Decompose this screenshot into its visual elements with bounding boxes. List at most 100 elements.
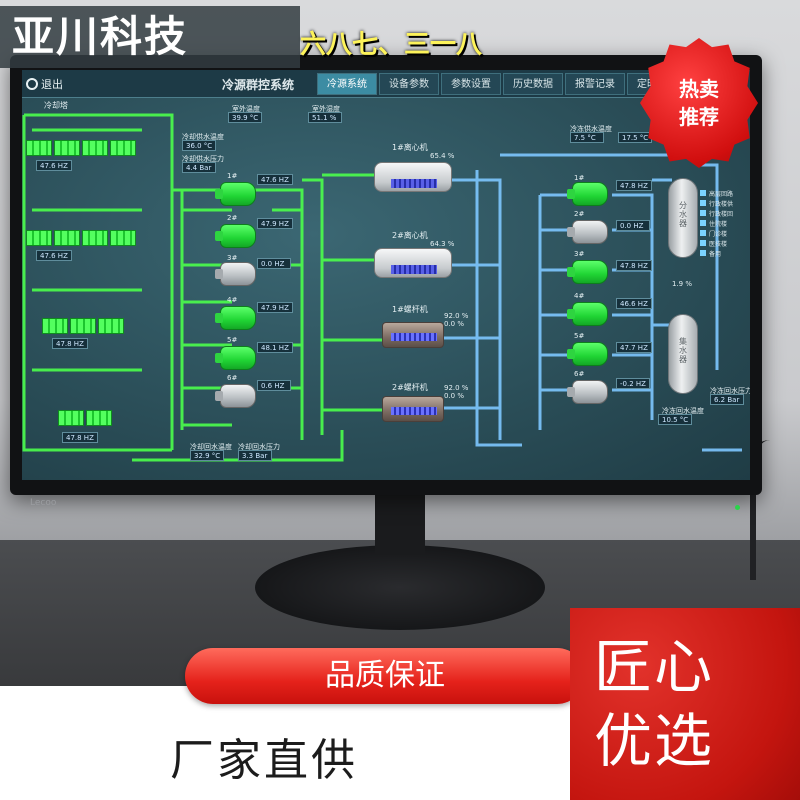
screw-chiller-1-load: 92.0 % — [444, 312, 469, 320]
pipe-network — [22, 113, 742, 462]
cooling-pump-6-name: 6# — [227, 374, 238, 382]
cooling-tower[interactable] — [82, 230, 108, 246]
cooling-pump-6[interactable] — [215, 384, 256, 408]
cooling-pump-1-freq: 47.6 HZ — [257, 174, 293, 185]
outdoor-temp-label: 室外温度 — [232, 105, 260, 113]
legend-item: 备用 — [700, 248, 733, 258]
cooling-pump-4[interactable] — [215, 306, 256, 330]
craft-select-card: 匠心 优选 — [570, 608, 800, 800]
cooling-pump-4-name: 4# — [227, 296, 238, 304]
cw-supply-temp-label: 冷却供水温度 — [182, 133, 224, 141]
chilled-pump-6[interactable] — [567, 380, 608, 404]
cooling-pump-2-freq: 47.9 HZ — [257, 218, 293, 229]
legend-item: 门诊楼 — [700, 228, 733, 238]
hmi-header: 退出 冷源群控系统 冷源系统 设备参数 参数设置 历史数据 报警记录 定时组 2… — [22, 70, 750, 98]
cooling-pump-5[interactable] — [215, 346, 256, 370]
cooling-pump-2[interactable] — [215, 224, 256, 248]
chilled-pump-4-freq: 46.6 HZ — [616, 298, 652, 309]
craft-line2: 优选 — [594, 707, 715, 775]
chw-return-temp-value: 17.5 °C — [618, 132, 653, 143]
screw-chiller-2-name: 2#螺杆机 — [392, 383, 428, 392]
cooling-tower[interactable] — [70, 318, 96, 334]
hot-badge-line2: 推荐 — [679, 105, 719, 129]
monitor-base — [255, 545, 545, 630]
chilled-pump-2-name: 2# — [574, 210, 585, 218]
cooling-tower[interactable] — [58, 410, 84, 426]
section-cooling-tower: 冷却塔 — [44, 101, 68, 110]
legend-item: 住院楼 — [700, 218, 733, 228]
tab-alarms[interactable]: 报警记录 — [565, 73, 625, 95]
tab-param-settings[interactable]: 参数设置 — [441, 73, 501, 95]
cooling-pump-3-freq: 0.0 HZ — [257, 258, 291, 269]
chilled-pump-4[interactable] — [567, 302, 608, 326]
cooling-tower[interactable] — [26, 140, 52, 156]
screw-chiller-1-load2: 0.0 % — [444, 320, 465, 328]
cw-supply-pressure-value: 4.4 Bar — [182, 162, 216, 173]
chw-return-temp-label: 冷冻回水温度 — [662, 407, 704, 415]
craft-text: 匠心 优选 — [594, 630, 714, 778]
chilled-pump-4-name: 4# — [574, 292, 585, 300]
bypass-valve-opening: 1.9 % — [672, 280, 693, 288]
cooling-tower[interactable] — [42, 318, 68, 334]
cooling-tower[interactable] — [86, 410, 112, 426]
exit-label: 退出 — [41, 78, 63, 91]
cooling-pump-3[interactable] — [215, 262, 256, 286]
water-collector-tank[interactable]: 集水器 — [668, 314, 698, 394]
quality-guarantee-banner: 品质保证 — [185, 648, 585, 704]
cooling-pump-5-name: 5# — [227, 336, 238, 344]
cooling-tower[interactable] — [110, 230, 136, 246]
cooling-tower[interactable] — [54, 230, 80, 246]
chw-supply-temp-label: 冷冻供水温度 — [570, 125, 612, 133]
chilled-pump-2[interactable] — [567, 220, 608, 244]
cooling-pump-2-name: 2# — [227, 214, 238, 222]
cw-supply-pressure-label: 冷却供水压力 — [182, 155, 224, 163]
collector-label: 集水器 — [679, 337, 687, 364]
cooling-tower[interactable] — [98, 318, 124, 334]
scada-screen: 退出 冷源群控系统 冷源系统 设备参数 参数设置 历史数据 报警记录 定时组 2… — [22, 70, 750, 480]
cw-return-pressure-value: 3.3 Bar — [238, 450, 272, 461]
chilled-pump-3[interactable] — [567, 260, 608, 284]
screw-chiller-2-load: 92.0 % — [444, 384, 469, 392]
screw-chiller-1[interactable] — [382, 322, 444, 348]
chilled-pump-1-name: 1# — [574, 174, 585, 182]
tab-cold-source[interactable]: 冷源系统 — [317, 73, 377, 95]
tab-history[interactable]: 历史数据 — [503, 73, 563, 95]
power-led — [735, 505, 740, 510]
shop-name: 亚川科技 — [0, 6, 300, 68]
cooling-tower[interactable] — [26, 230, 52, 246]
chilled-pump-5[interactable] — [567, 342, 608, 366]
chiller-1-load: 65.4 % — [430, 152, 455, 160]
screw-chiller-1-name: 1#螺杆机 — [392, 305, 428, 314]
chw-return-temp-reading: 10.5 °C — [658, 414, 693, 425]
loop-legend: 高层回路 行政楼供 行政楼回 住院楼 门诊楼 医技楼 备用 — [700, 188, 733, 258]
power-icon — [26, 78, 38, 90]
centrifugal-chiller-1[interactable] — [374, 162, 452, 192]
tower-frequency: 47.8 HZ — [52, 338, 88, 349]
chilled-pump-6-name: 6# — [574, 370, 585, 378]
cooling-tower[interactable] — [54, 140, 80, 156]
app-title: 冷源群控系统 — [222, 78, 295, 92]
tab-equipment-params[interactable]: 设备参数 — [379, 73, 439, 95]
legend-item: 高层回路 — [700, 188, 733, 198]
cooling-tower[interactable] — [82, 140, 108, 156]
chilled-pump-2-freq: 0.0 HZ — [616, 220, 650, 231]
chilled-pump-1[interactable] — [567, 182, 608, 206]
exit-button[interactable]: 退出 — [26, 76, 63, 92]
power-cable — [750, 440, 790, 580]
monitor-brand-logo: Lecoo — [30, 498, 57, 508]
legend-item: 医技楼 — [700, 238, 733, 248]
water-distributor-tank[interactable]: 分水器 — [668, 178, 698, 258]
legend-item: 行政楼供 — [700, 198, 733, 208]
cooling-tower[interactable] — [110, 140, 136, 156]
cw-return-pressure-label: 冷却回水压力 — [238, 443, 280, 451]
chilled-pump-5-freq: 47.7 HZ — [616, 342, 652, 353]
headline-banner: 六八七、三一八 — [300, 30, 483, 60]
cooling-pump-6-freq: 0.6 HZ — [257, 380, 291, 391]
outdoor-humidity-value: 51.1 % — [308, 112, 342, 123]
screw-chiller-2[interactable] — [382, 396, 444, 422]
distributor-label: 分水器 — [679, 201, 687, 228]
centrifugal-chiller-2[interactable] — [374, 248, 452, 278]
cooling-pump-3-name: 3# — [227, 254, 238, 262]
outdoor-temp-value: 39.9 °C — [228, 112, 263, 123]
cooling-pump-1[interactable] — [215, 182, 256, 206]
